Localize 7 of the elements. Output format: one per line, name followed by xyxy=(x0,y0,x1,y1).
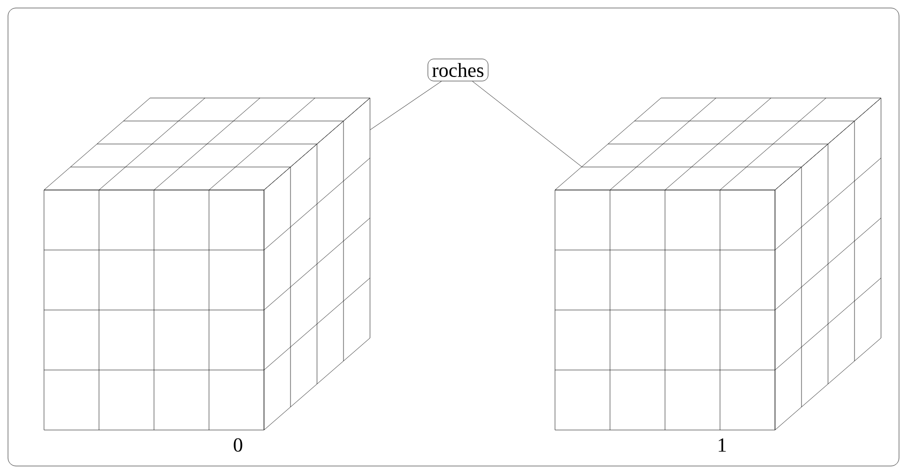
number-label: 0 xyxy=(234,438,242,452)
label-box: roches xyxy=(428,58,488,82)
leader-line xyxy=(472,81,582,167)
number-label: 1 xyxy=(718,438,726,452)
cube-drawing xyxy=(44,98,370,430)
leader-line xyxy=(370,81,442,130)
cube-drawing xyxy=(554,98,882,430)
